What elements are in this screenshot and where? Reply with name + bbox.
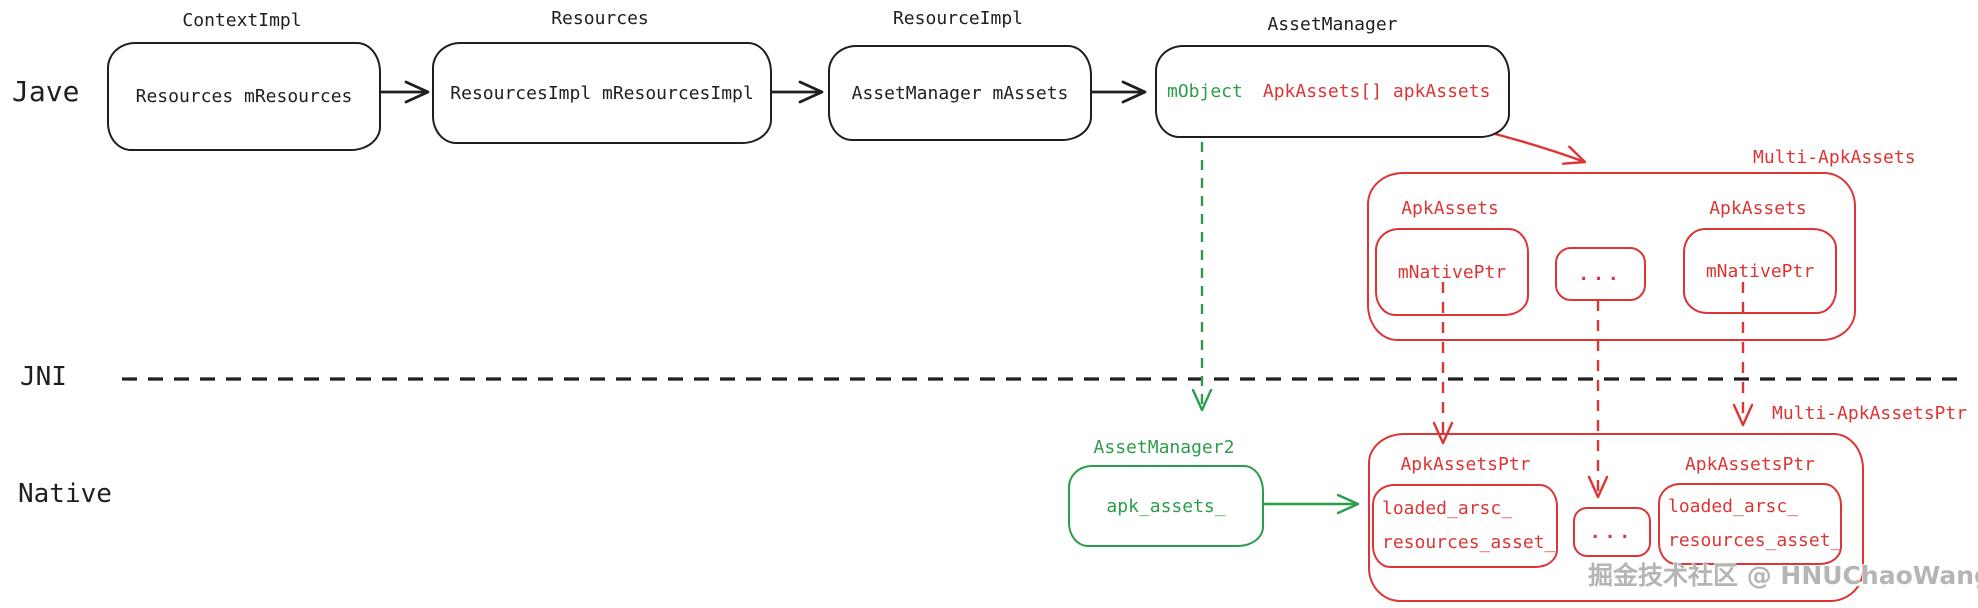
box-mnativeptr-right: mNativePtr — [1683, 228, 1837, 314]
group-title-apkassets-left: ApkAssets — [1401, 198, 1499, 219]
container-multi-apkassets — [1367, 172, 1856, 341]
class-box-resources: ResourcesImpl mResourcesImpl — [432, 42, 772, 144]
field-mresources: Resources mResources — [135, 86, 353, 107]
class-box-assetmanager2: apk_assets_ — [1068, 465, 1264, 547]
label-multi-apkassets: Multi-ApkAssets — [1753, 147, 1916, 168]
class-box-assetmanager: mObject ApkAssets[] apkAssets — [1155, 45, 1510, 138]
class-box-contextimpl: Resources mResources — [107, 42, 381, 151]
container-multi-apkassetsptr — [1368, 433, 1864, 602]
class-box-resourceimpl: AssetManager mAssets — [828, 45, 1092, 141]
class-title-assetmanager2: AssetManager2 — [1093, 437, 1235, 458]
group-title-apkassets-right: ApkAssets — [1709, 198, 1807, 219]
ellipsis-upper: ... — [1578, 263, 1623, 285]
class-title-assetmanager: AssetManager — [1267, 14, 1398, 35]
field-mobject: mObject — [1167, 81, 1243, 102]
box-ellipsis-upper: ... — [1555, 247, 1646, 301]
box-ellipsis-lower: ... — [1573, 507, 1651, 557]
field-loaded-arsc-left: loaded_arsc_ — [1382, 498, 1513, 519]
class-title-resourceimpl: ResourceImpl — [892, 8, 1024, 29]
field-mnativeptr-right: mNativePtr — [1705, 260, 1815, 282]
field-resources-asset-left: resources_asset_ — [1382, 532, 1556, 553]
class-title-contextimpl: ContextImpl — [182, 10, 302, 31]
ellipsis-lower: ... — [1589, 521, 1635, 543]
layer-label-jni: JNI — [20, 362, 67, 392]
field-mresourcesimpl: ResourcesImpl mResourcesImpl — [450, 82, 754, 104]
watermark-text: 掘金技术社区 @ HNUChaoWang — [1588, 561, 1978, 590]
layer-label-java: Jave — [12, 75, 80, 108]
field-massets: AssetManager mAssets — [851, 82, 1069, 104]
field-apk-assets: apk_assets_ — [1106, 495, 1226, 517]
box-mnativeptr-left: mNativePtr — [1375, 228, 1529, 316]
field-mnativeptr-left: mNativePtr — [1397, 261, 1507, 283]
label-multi-apkassetsptr: Multi-ApkAssetsPtr — [1772, 403, 1968, 424]
field-apkassets: ApkAssets[] apkAssets — [1262, 81, 1491, 102]
layer-label-native: Native — [18, 479, 112, 509]
field-resources-asset-right: resources_asset_ — [1668, 530, 1842, 551]
field-loaded-arsc-right: loaded_arsc_ — [1668, 496, 1799, 517]
box-apkassetsptr-right: loaded_arsc_ resources_asset_ — [1658, 483, 1842, 565]
group-title-apkassetsptr-left: ApkAssetsPtr — [1400, 454, 1531, 475]
group-title-apkassetsptr-right: ApkAssetsPtr — [1684, 454, 1816, 475]
class-title-resources: Resources — [551, 8, 649, 29]
box-apkassetsptr-left: loaded_arsc_ resources_asset_ — [1372, 484, 1558, 568]
